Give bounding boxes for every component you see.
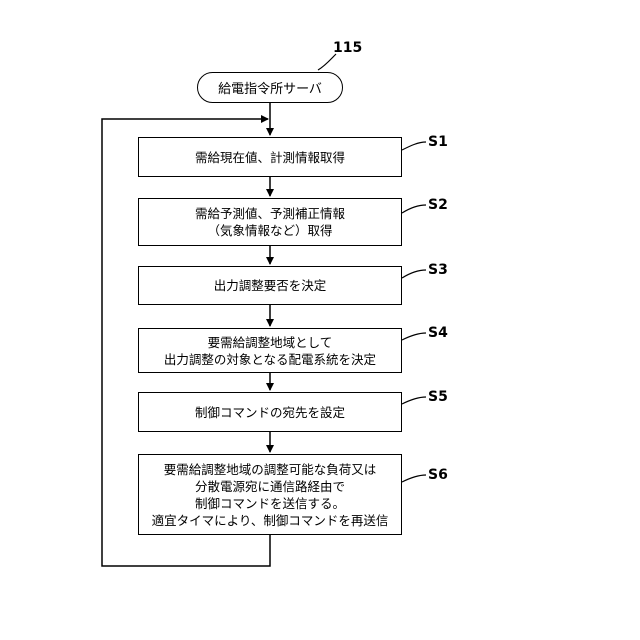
step-s1-box: 需給現在値、計測情報取得 [138, 137, 402, 177]
s2-leader-line [402, 205, 426, 213]
step-s6-line: 制御コマンドを送信する。 [195, 495, 345, 512]
step-s3-line: 出力調整要否を決定 [214, 277, 327, 294]
ref-leader-line [318, 54, 336, 70]
step-s3-box: 出力調整要否を決定 [138, 266, 402, 305]
ref-number: 115 [333, 40, 362, 56]
step-s3-label: S3 [428, 262, 448, 278]
s5-leader-line [402, 397, 426, 404]
step-s5-box: 制御コマンドの宛先を設定 [138, 392, 402, 432]
step-s4-line: 要需給調整地域として [208, 334, 333, 351]
step-s6-line: 要需給調整地域の調整可能な負荷又は [164, 461, 377, 478]
s3-leader-line [402, 270, 426, 278]
terminal-server: 給電指令所サーバ [197, 72, 343, 103]
step-s2-label: S2 [428, 197, 448, 213]
step-s4-label: S4 [428, 325, 448, 341]
step-s6-box: 要需給調整地域の調整可能な負荷又は 分散電源宛に通信路経由で 制御コマンドを送信… [138, 454, 402, 535]
step-s4-line: 出力調整の対象となる配電系統を決定 [164, 351, 376, 368]
step-s4-box: 要需給調整地域として 出力調整の対象となる配電系統を決定 [138, 328, 402, 373]
s1-leader-line [402, 142, 426, 150]
step-s2-line: 需給予測値、予測補正情報 [195, 205, 345, 222]
step-s2-line: （気象情報など）取得 [207, 222, 332, 239]
step-s5-line: 制御コマンドの宛先を設定 [195, 404, 345, 421]
s6-leader-line [402, 475, 426, 482]
step-s6-line: 適宜タイマにより、制御コマンドを再送信 [152, 512, 389, 529]
step-s6-label: S6 [428, 467, 448, 483]
step-s1-line: 需給現在値、計測情報取得 [195, 149, 345, 166]
step-s5-label: S5 [428, 389, 448, 405]
step-s1-label: S1 [428, 134, 448, 150]
s4-leader-line [402, 333, 426, 340]
terminal-label: 給電指令所サーバ [218, 78, 322, 97]
step-s6-line: 分散電源宛に通信路経由で [195, 478, 345, 495]
step-s2-box: 需給予測値、予測補正情報 （気象情報など）取得 [138, 198, 402, 246]
